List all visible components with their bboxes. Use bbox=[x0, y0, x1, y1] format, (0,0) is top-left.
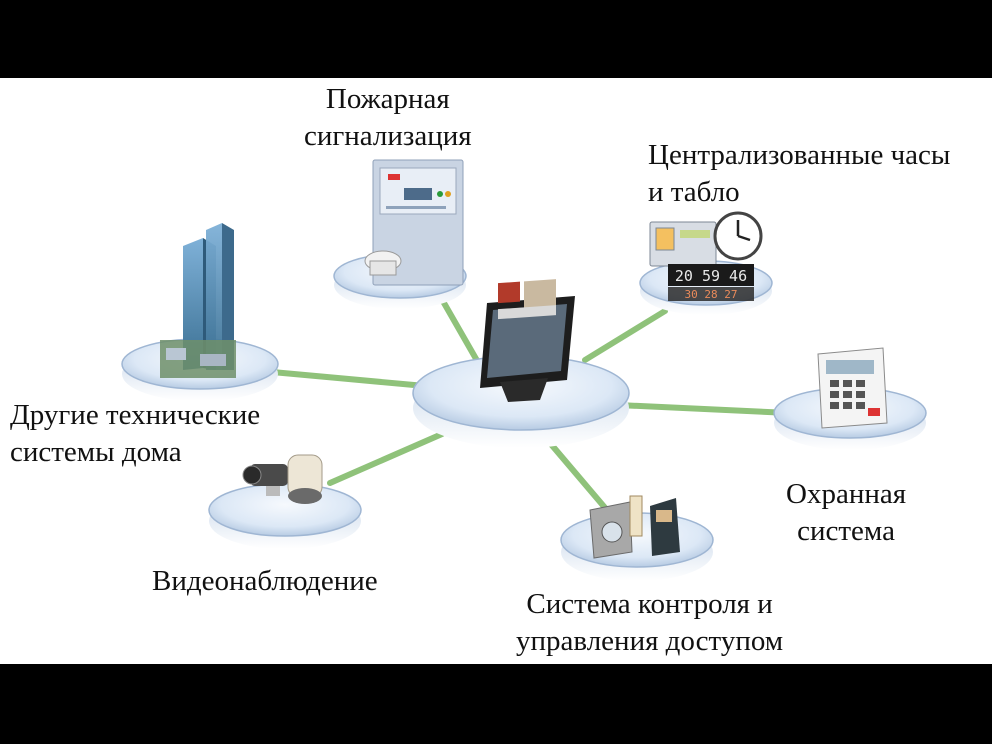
diagram-canvas: 20 59 46 30 28 27 bbox=[0, 78, 992, 664]
label-other-line-1: Другие технические bbox=[10, 399, 261, 431]
label-video-line-1: Видеонаблюдение bbox=[152, 565, 378, 597]
camera-icon bbox=[242, 454, 323, 504]
card-reader-icon bbox=[589, 495, 680, 559]
label-clocks: Централизованные часы и табло bbox=[648, 137, 950, 211]
label-fire-line-2: сигнализация bbox=[304, 120, 472, 152]
label-fire-line-1: Пожарная bbox=[325, 83, 450, 115]
label-access-line-2: управления доступом bbox=[516, 625, 784, 657]
connectors bbox=[269, 293, 793, 519]
network-diagram: 20 59 46 30 28 27 bbox=[121, 159, 927, 581]
label-clocks-line-1: Централизованные часы bbox=[648, 139, 951, 171]
connector-video bbox=[327, 431, 445, 486]
label-fire: Пожарная сигнализация bbox=[304, 81, 472, 155]
label-access: Система контроля и управления доступом bbox=[516, 586, 783, 660]
label-security-line-1: Охранная bbox=[786, 478, 907, 510]
clock-display-icon bbox=[649, 211, 763, 301]
label-clocks-line-2: и табло bbox=[648, 176, 740, 208]
connector-security bbox=[615, 402, 793, 416]
label-video: Видеонаблюдение bbox=[152, 563, 378, 600]
label-other: Другие технические системы дома bbox=[10, 397, 260, 471]
platform-video bbox=[208, 483, 362, 549]
connector-clocks bbox=[582, 308, 668, 363]
monitor-icon bbox=[480, 279, 575, 402]
label-other-line-2: системы дома bbox=[10, 436, 182, 468]
clock-display-bottom: 30 28 27 bbox=[685, 288, 738, 301]
connector-access bbox=[547, 440, 615, 519]
building-icon bbox=[160, 223, 236, 378]
clock-display-top: 20 59 46 bbox=[675, 267, 747, 285]
fire-alarm-panel-icon bbox=[364, 159, 464, 286]
connector-other bbox=[269, 369, 428, 389]
keypad-icon bbox=[817, 347, 888, 429]
label-access-line-1: Система контроля и bbox=[526, 588, 773, 620]
label-security: Охранная система bbox=[786, 476, 906, 550]
label-security-line-2: система bbox=[797, 515, 895, 547]
